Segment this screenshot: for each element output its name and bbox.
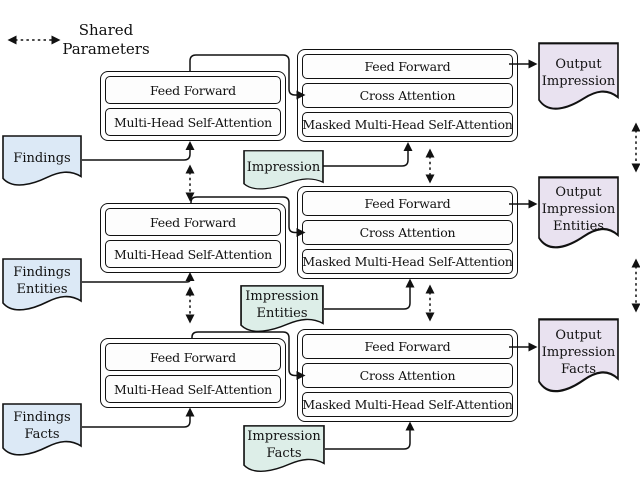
note-shape — [2, 135, 82, 186]
encoder-2-feed-forward: Feed Forward — [105, 208, 281, 236]
encoder-block-1: Feed Forward Multi-Head Self-Attention — [100, 71, 286, 141]
encoder-3-feed-forward: Feed Forward — [105, 343, 281, 371]
encoder-block-2: Feed Forward Multi-Head Self-Attention — [100, 203, 286, 273]
encoder-block-3: Feed Forward Multi-Head Self-Attention — [100, 338, 286, 408]
note-shape — [243, 425, 325, 472]
document-shape-icon — [2, 258, 82, 311]
wire-impression-facts-to-decoder3 — [325, 421, 415, 450]
note-shape — [538, 42, 619, 110]
wire-impression-to-decoder1 — [323, 142, 413, 167]
output-impression-facts-note: Output Impression Facts — [538, 318, 619, 397]
impression-label: Impression — [246, 159, 321, 175]
document-shape-icon — [2, 403, 82, 456]
note-shape — [2, 258, 82, 311]
decoder-1-cross-attention: Cross Attention — [302, 83, 513, 108]
legend-shared-parameters-label: Shared Parameters — [62, 21, 150, 58]
wire-findings-facts-to-encoder3 — [82, 407, 195, 428]
findings-facts-note: Findings Facts — [2, 403, 82, 459]
findings-entities-note: Findings Entities — [2, 258, 82, 314]
document-shape-icon — [2, 135, 82, 186]
document-shape-icon — [243, 425, 325, 472]
note-shape — [538, 176, 619, 249]
wire-findings-to-encoder1 — [82, 141, 195, 161]
decoder-block-1: Feed Forward Cross Attention Masked Mult… — [297, 49, 518, 142]
decoder-3-feed-forward: Feed Forward — [302, 334, 513, 359]
findings-note: Findings — [2, 135, 82, 189]
encoder-2-self-attention: Multi-Head Self-Attention — [105, 240, 281, 268]
note-shape — [240, 285, 324, 332]
document-shape-icon — [538, 176, 619, 249]
decoder-3-cross-attention: Cross Attention — [302, 363, 513, 388]
output-impression-facts-label: Output Impression Facts — [541, 328, 616, 377]
findings-facts-label: Findings Facts — [13, 410, 71, 442]
decoder-3-masked-self-attention: Masked Multi-Head Self-Attention — [302, 392, 513, 417]
decoder-block-3: Feed Forward Cross Attention Masked Mult… — [297, 329, 518, 422]
document-shape-icon — [243, 150, 324, 190]
impression-entities-label: Impression Entities — [245, 289, 319, 321]
impression-facts-note: Impression Facts — [243, 425, 325, 475]
output-impression-note: Output Impression — [538, 42, 619, 114]
impression-note: Impression — [243, 150, 324, 192]
encoder-1-feed-forward: Feed Forward — [105, 76, 281, 104]
findings-entities-label: Findings Entities — [13, 265, 71, 297]
note-shape — [243, 150, 324, 190]
output-impression-entities-note: Output Impression Entities — [538, 176, 619, 253]
document-shape-icon — [538, 42, 619, 110]
impression-facts-label: Impression Facts — [247, 429, 321, 461]
wire-impression-entities-to-decoder2 — [324, 278, 415, 310]
decoder-2-masked-self-attention: Masked Multi-Head Self-Attention — [302, 249, 513, 274]
decoder-block-2: Feed Forward Cross Attention Masked Mult… — [297, 186, 518, 279]
document-shape-icon — [538, 318, 619, 393]
note-shape — [2, 403, 82, 456]
findings-label: Findings — [13, 150, 71, 166]
wire-findings-entities-to-encoder2 — [82, 272, 195, 283]
encoder-3-self-attention: Multi-Head Self-Attention — [105, 375, 281, 403]
impression-entities-note: Impression Entities — [240, 285, 324, 335]
note-shape — [538, 318, 619, 393]
output-impression-label: Output Impression — [541, 57, 616, 89]
decoder-1-feed-forward: Feed Forward — [302, 54, 513, 79]
output-impression-entities-label: Output Impression Entities — [541, 185, 616, 234]
decoder-1-masked-self-attention: Masked Multi-Head Self-Attention — [302, 112, 513, 137]
document-shape-icon — [240, 285, 324, 332]
decoder-2-cross-attention: Cross Attention — [302, 220, 513, 245]
encoder-1-self-attention: Multi-Head Self-Attention — [105, 108, 281, 136]
decoder-2-feed-forward: Feed Forward — [302, 191, 513, 216]
